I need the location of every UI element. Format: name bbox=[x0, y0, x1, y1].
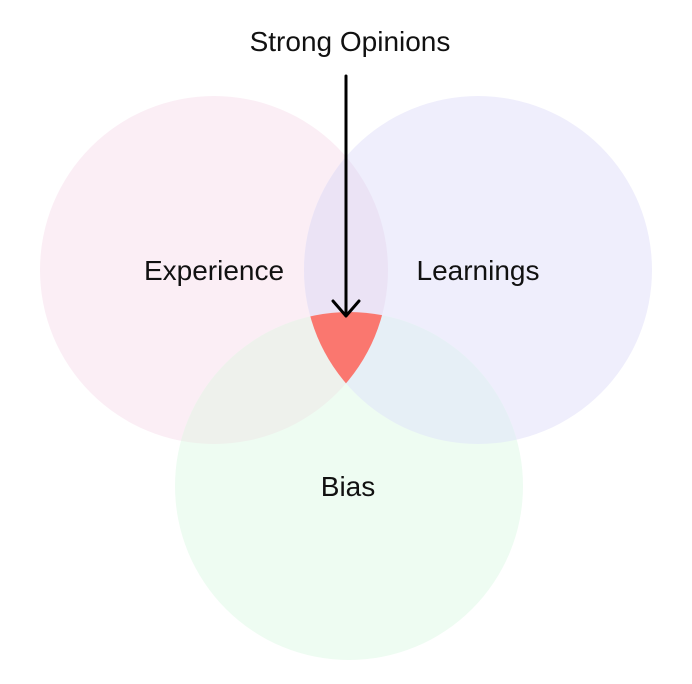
bias-label: Bias bbox=[321, 471, 375, 502]
annotation-arrow-head bbox=[331, 299, 361, 318]
annotation-label: Strong Opinions bbox=[250, 26, 451, 57]
learnings-label: Learnings bbox=[417, 255, 540, 286]
experience-label: Experience bbox=[144, 255, 284, 286]
learnings-bias-overlap bbox=[304, 312, 523, 444]
experience-bias-overlap bbox=[175, 312, 388, 444]
